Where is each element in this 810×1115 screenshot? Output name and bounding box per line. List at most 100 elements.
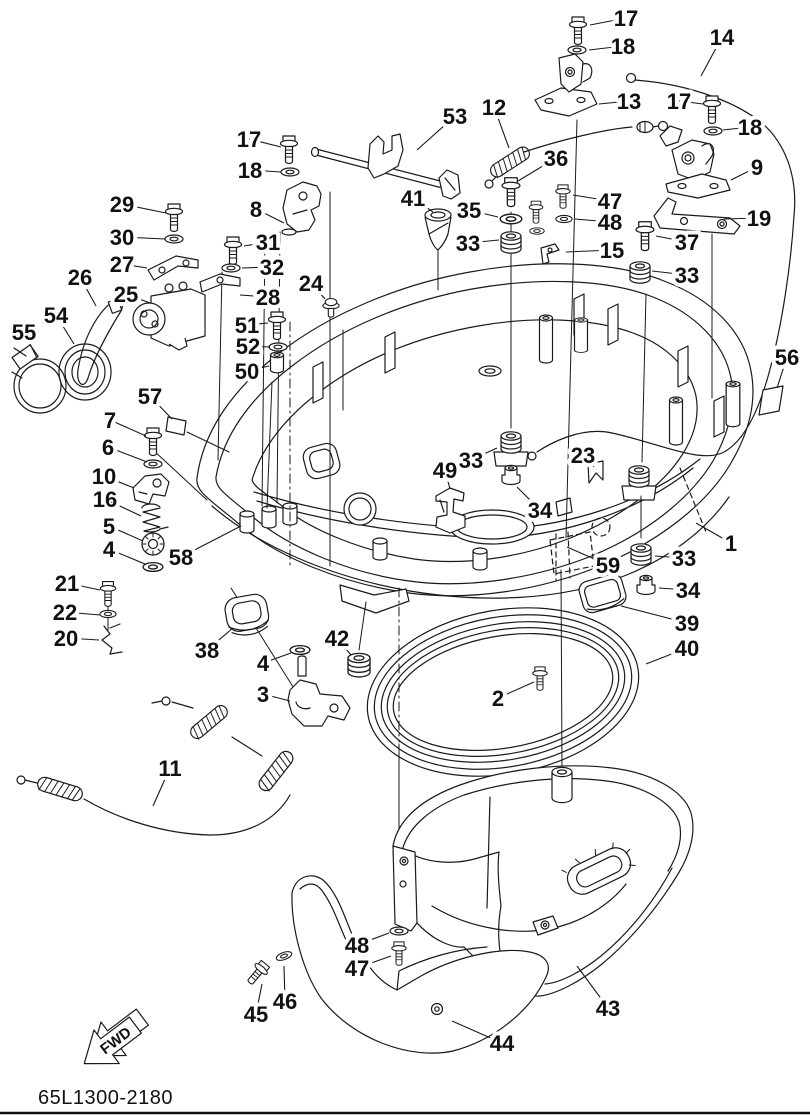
callout-5: 5 — [103, 514, 115, 539]
callout-leader-43 — [576, 965, 609, 1009]
callout-leader-40 — [645, 647, 688, 665]
callout-4: 4 — [257, 651, 270, 676]
callout-31: 31 — [256, 230, 280, 255]
callout-27: 27 — [110, 252, 134, 277]
clamp-lever-9 — [659, 125, 731, 199]
bracket-28 — [199, 273, 241, 293]
callout-leader-7 — [109, 419, 147, 437]
callout-leader-25 — [125, 293, 151, 304]
callout-leader-48 — [356, 932, 390, 946]
bottom-cowling-pan — [196, 263, 754, 614]
callout-leader-59 — [566, 546, 609, 566]
callout-34: 34 — [528, 498, 553, 523]
callout-leader-38 — [206, 627, 234, 651]
callout-leader-2 — [497, 681, 535, 699]
callout-leader-52 — [247, 345, 271, 348]
hook-lever-8 — [281, 181, 322, 236]
callout-leader-26 — [79, 276, 97, 307]
callout-leader-4 — [262, 652, 292, 664]
callout-29: 29 — [110, 192, 134, 217]
callout-12: 12 — [482, 95, 506, 120]
callout-leader-18 — [722, 126, 751, 131]
callout-leader-34 — [658, 587, 689, 591]
damper-rubber-39 — [578, 573, 627, 614]
callout-23: 23 — [571, 443, 595, 468]
tag-23 — [587, 460, 604, 484]
callout-33: 33 — [459, 448, 483, 473]
callout-17: 17 — [237, 127, 261, 152]
callout-leader-51 — [246, 322, 269, 326]
callout-38: 38 — [195, 638, 219, 663]
callout-19: 19 — [747, 206, 771, 231]
callout-51: 51 — [235, 313, 259, 338]
callout-25: 25 — [114, 282, 138, 307]
callout-48: 48 — [598, 210, 622, 235]
callout-21: 21 — [55, 571, 79, 596]
callout-leader-18 — [249, 169, 282, 173]
callout-33: 33 — [672, 546, 696, 571]
small-parts — [101, 208, 784, 727]
callout-leader-10 — [103, 475, 135, 489]
callout-56: 56 — [775, 345, 799, 370]
callout-leader-47 — [356, 955, 392, 969]
callout-9: 9 — [751, 155, 763, 180]
tag-57 — [165, 416, 187, 436]
callout-leader-49 — [444, 469, 451, 490]
lower-cowl-assembly — [291, 765, 694, 1054]
tag-56 — [758, 385, 784, 416]
callout-47: 47 — [345, 956, 369, 981]
callout-leader-21 — [66, 582, 101, 591]
callout-leader-11 — [152, 767, 171, 807]
callout-leader-5 — [108, 525, 144, 542]
callout-leader-32 — [241, 266, 273, 269]
starter-solenoid — [132, 281, 206, 351]
callout-54: 54 — [44, 303, 69, 328]
callout-42: 42 — [325, 626, 349, 651]
callout-leader-50 — [246, 365, 270, 372]
callout-leader-39 — [620, 605, 688, 624]
callout-leader-12 — [493, 106, 510, 149]
callout-43: 43 — [596, 996, 620, 1021]
fwd-arrow: FWD — [83, 1008, 149, 1065]
callout-leader-53 — [416, 115, 456, 151]
callout-18: 18 — [238, 158, 262, 183]
callout-4: 4 — [103, 537, 116, 562]
bracket-19 — [653, 197, 741, 235]
callout-leader-27 — [121, 263, 148, 269]
callout-15: 15 — [600, 238, 624, 263]
callout-13: 13 — [617, 89, 641, 114]
callout-leader-4 — [108, 548, 146, 565]
cable-tie — [77, 298, 124, 386]
top-latch-hardware — [281, 53, 741, 236]
callout-3: 3 — [257, 682, 269, 707]
callout-leader-14 — [700, 36, 723, 77]
callout-leader-55 — [23, 331, 38, 359]
callout-6: 6 — [102, 435, 114, 460]
callout-44: 44 — [490, 1031, 515, 1056]
callout-35: 35 — [457, 198, 481, 223]
callout-leader-30 — [121, 236, 166, 240]
callout-52: 52 — [236, 334, 260, 359]
callout-49: 49 — [433, 458, 457, 483]
callout-32: 32 — [260, 255, 284, 280]
callout-leader-33 — [651, 270, 688, 276]
callout-leader-9 — [730, 166, 758, 181]
callout-leader-31 — [243, 241, 269, 247]
callout-leader-17 — [248, 138, 282, 148]
callout-45: 45 — [244, 1002, 268, 1027]
callout-37: 37 — [675, 230, 699, 255]
callout-1: 1 — [725, 531, 737, 556]
callout-58: 58 — [169, 545, 193, 570]
callout-47: 47 — [598, 189, 622, 214]
callout-leader-13 — [598, 100, 630, 105]
callout-22: 22 — [53, 600, 77, 625]
callout-leader-42 — [336, 637, 352, 656]
callout-leader-45 — [255, 983, 263, 1015]
callout-17: 17 — [667, 89, 691, 114]
callout-leader-36 — [517, 157, 557, 182]
callout-leader-22 — [64, 611, 101, 616]
callout-7: 7 — [104, 408, 116, 433]
throttle-cable-11 — [16, 696, 297, 836]
callout-leader-29 — [121, 203, 167, 214]
